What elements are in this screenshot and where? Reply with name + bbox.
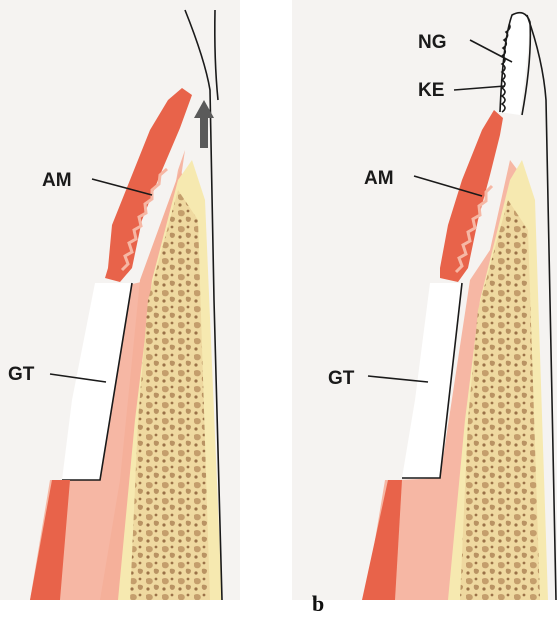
- panel-b-label-ng: NG: [418, 32, 447, 53]
- panel-a: AM GT: [0, 0, 240, 600]
- panel-b-label-ke: KE: [418, 80, 444, 101]
- panel-b-label-gt: GT: [328, 368, 355, 389]
- bottom-margin: [0, 600, 557, 618]
- panel-a-label-gt: GT: [8, 364, 35, 385]
- panel-a-label-am: AM: [42, 170, 72, 191]
- panel-b-label-am: AM: [364, 168, 394, 189]
- panel-letter-b: b: [312, 591, 324, 616]
- panel-b: NG KE AM GT b: [292, 0, 557, 616]
